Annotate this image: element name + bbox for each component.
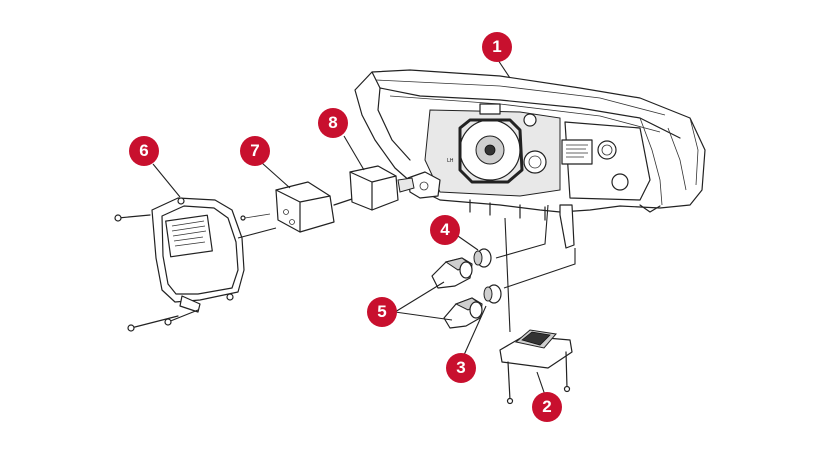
bulb-upper (473, 248, 492, 268)
leader-5a (394, 281, 445, 313)
assembly-line-3 (504, 217, 511, 333)
leader-7 (261, 162, 291, 189)
callout-1: 1 (482, 32, 512, 62)
leader-8 (343, 135, 365, 171)
bulb-socket-upper (431, 257, 473, 289)
callout-3: 3 (446, 353, 476, 383)
leader-line-ballast (237, 227, 277, 239)
lighting-control-module (499, 329, 573, 405)
leader-6 (152, 163, 181, 198)
leader-3 (463, 305, 487, 356)
leader-1 (497, 59, 511, 79)
bulb-lower (483, 284, 502, 304)
headlamp-housing: LH (354, 69, 706, 249)
callout-8: 8 (318, 108, 348, 138)
ballast-module (114, 197, 245, 332)
leader-5b (394, 311, 453, 321)
assembly-line-1 (495, 204, 549, 259)
callout-7: 7 (240, 136, 270, 166)
bulb-socket-lower (443, 297, 483, 329)
leader-4 (454, 233, 479, 251)
callout-4: 4 (430, 215, 460, 245)
control-unit (349, 165, 415, 211)
callout-6: 6 (129, 136, 159, 166)
igniter (240, 181, 356, 233)
svg-text:LH: LH (447, 158, 454, 164)
callout-2: 2 (532, 392, 562, 422)
assembly-line-2 (503, 248, 576, 289)
callout-5: 5 (367, 297, 397, 327)
